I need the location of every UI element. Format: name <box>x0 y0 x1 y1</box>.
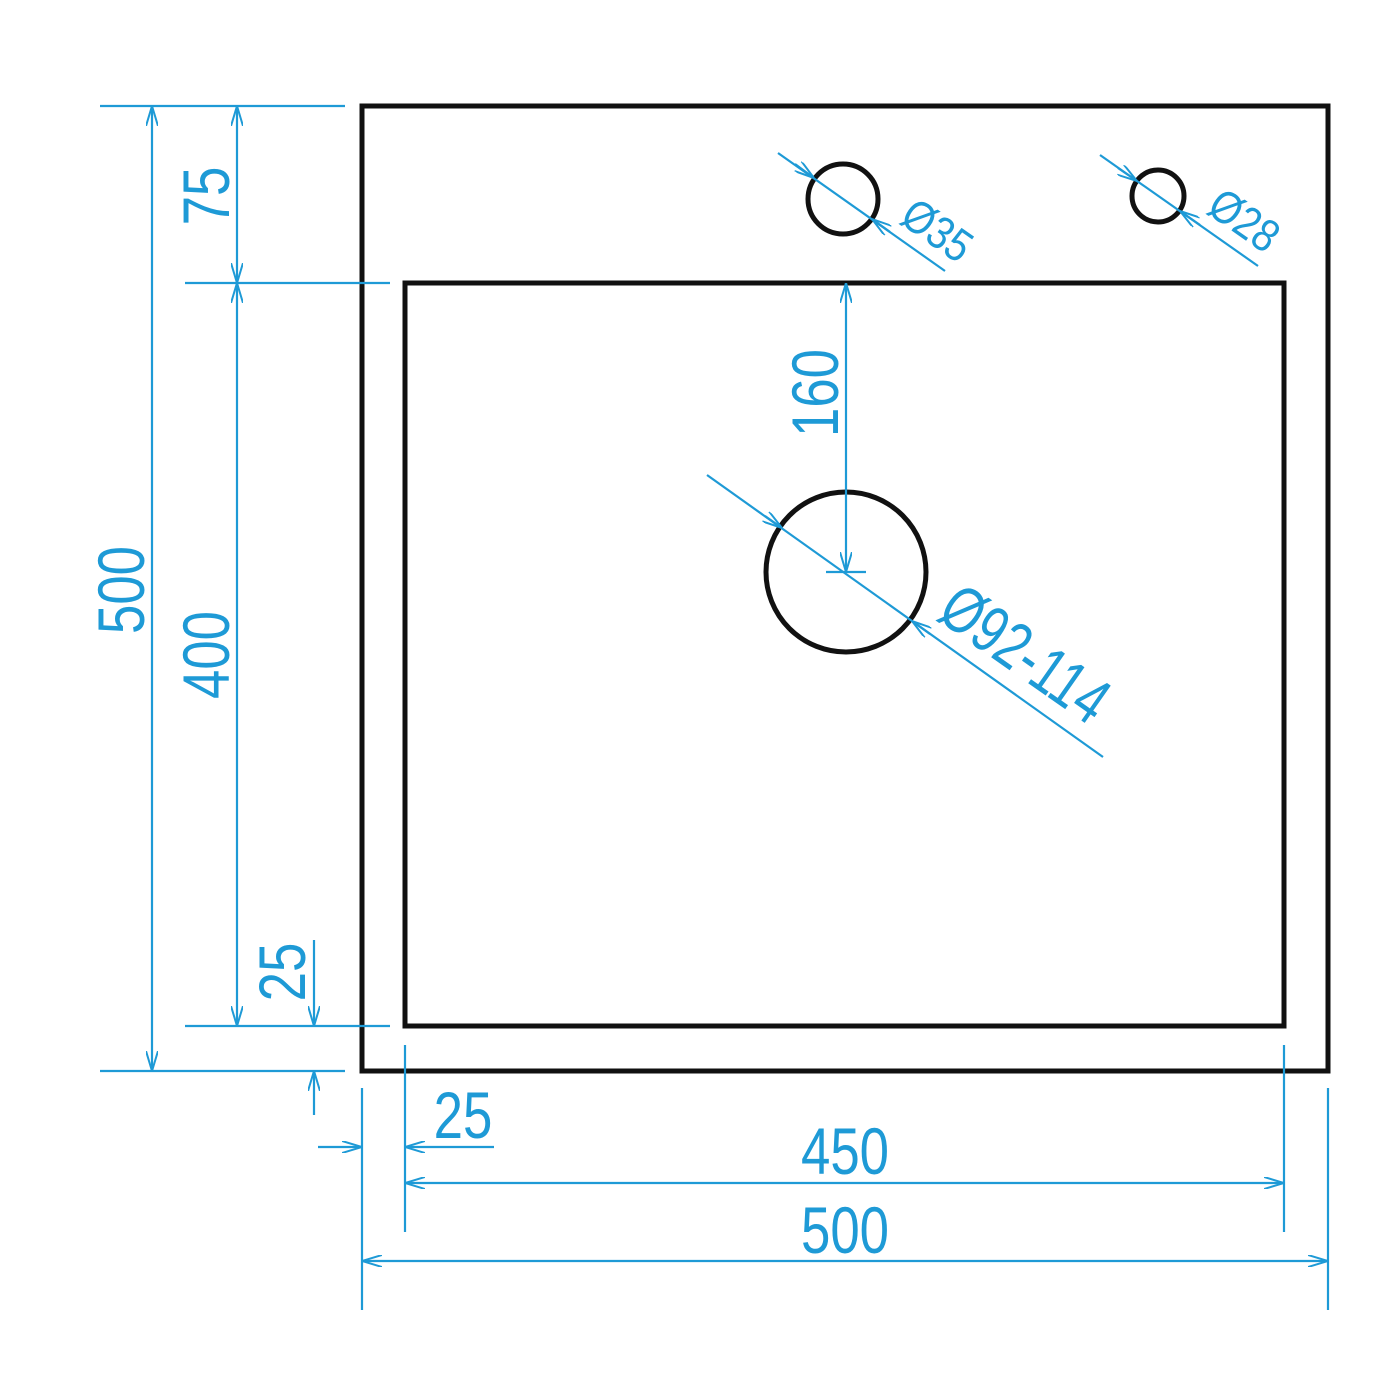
tap-hole-1 <box>805 161 881 237</box>
tap1-arrow-a <box>795 164 814 178</box>
extension-lines <box>100 104 1330 1310</box>
label-bowl-width: 450 <box>801 1114 889 1188</box>
tap-hole-2 <box>1129 167 1187 225</box>
label-top-margin: 75 <box>169 167 243 226</box>
label-tap-hole-2: Ø28 <box>1199 178 1289 263</box>
label-bowl-height: 400 <box>169 611 243 699</box>
label-drain-diameter: Ø92-114 <box>927 570 1124 739</box>
label-left-margin: 25 <box>434 1078 493 1152</box>
sink-outer-outline <box>359 103 1331 1074</box>
label-tap-hole-1: Ø35 <box>892 188 982 273</box>
label-drain-offset: 160 <box>778 349 852 437</box>
tap1-arrow-b <box>872 219 890 232</box>
label-bottom-margin: 25 <box>245 943 319 1002</box>
tap2-arrow-a <box>1118 168 1137 181</box>
label-total-width: 500 <box>801 1193 889 1267</box>
label-total-height: 500 <box>84 546 158 634</box>
tap2-arrow-b <box>1180 211 1201 225</box>
drain-arrow-a <box>765 516 782 528</box>
drain-arrow-b <box>912 621 930 634</box>
